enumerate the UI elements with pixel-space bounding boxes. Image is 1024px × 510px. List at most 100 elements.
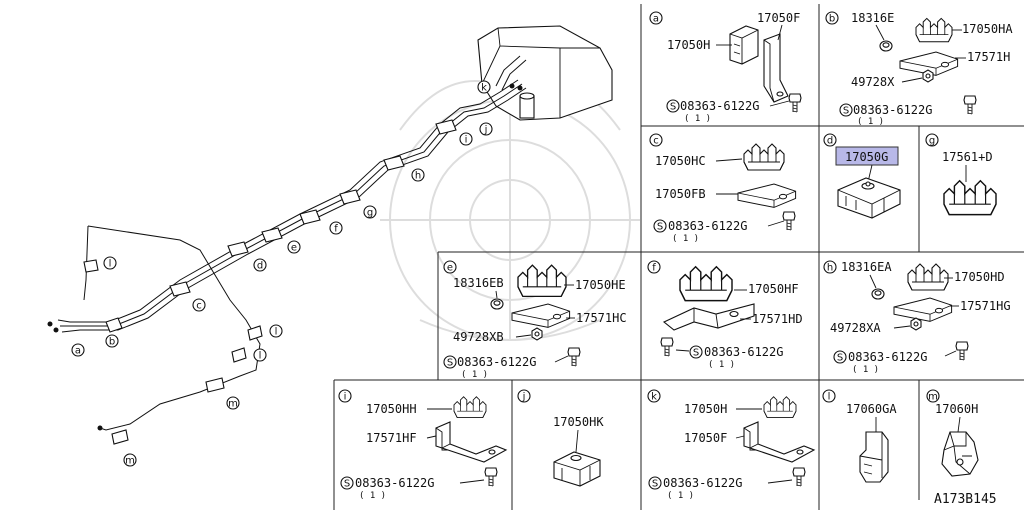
panel-a: a 17050F 17050H S 08363-6122G ( 1 )	[649, 11, 802, 124]
panel-h-letter: h	[827, 263, 833, 274]
bracket-drawing	[743, 421, 816, 463]
overview-callout-l-3: l	[259, 351, 262, 362]
panel-d-label-17050G: 17050G	[845, 150, 888, 164]
panel-e-bolt-label: S 08363-6122G ( 1 )	[443, 355, 569, 380]
bracket-drawing	[737, 183, 797, 208]
panel-b: b 18316E 17050HA 17571H 49728X S 08363-6…	[825, 11, 1013, 127]
clip-drawing	[915, 17, 953, 43]
panel-b-label-17571H: 17571H	[967, 50, 1010, 64]
panel-j: j 17050HK	[517, 389, 604, 487]
panel-k-bolt-prefix: S	[652, 479, 658, 490]
panel-l-label-17060GA: 17060GA	[846, 402, 897, 416]
bolt-drawing	[567, 347, 581, 367]
panel-f-label-17050HF: 17050HF	[748, 282, 799, 296]
bracket-drawing	[662, 303, 755, 331]
clip-drawing	[743, 143, 785, 171]
panel-c-bolt-label: S 08363-6122G ( 1 )	[653, 219, 785, 244]
panel-c-bolt-qty: ( 1 )	[672, 234, 699, 244]
overview-callout-h: h	[415, 171, 421, 182]
clip-drawing	[517, 264, 567, 298]
fuel-pipe-routing: a b c d e f g h i j k l l l l m m	[47, 25, 613, 467]
panel-k-bolt-qty: ( 1 )	[667, 491, 694, 501]
panel-c-letter: c	[653, 136, 659, 147]
bolt-drawing	[955, 341, 969, 361]
panel-h-label-17571HG: 17571HG	[960, 299, 1011, 313]
nut-drawing	[922, 69, 934, 83]
panel-m-label-17060H: 17060H	[935, 402, 978, 416]
overview-callout-b: b	[109, 337, 115, 348]
bracket-drawing	[435, 421, 508, 463]
panel-l-letter: l	[828, 392, 831, 403]
watermark-emblem	[380, 80, 640, 341]
overview-callout-k: k	[481, 83, 487, 94]
bracket-drawing	[893, 297, 953, 322]
panel-i-bolt-label: S 08363-6122G ( 1 )	[340, 476, 485, 501]
panel-i-letter: i	[344, 392, 347, 403]
panel-a-bolt-qty: ( 1 )	[684, 114, 711, 124]
overview-callout-g: g	[367, 208, 373, 219]
panel-f: f 17050HF 17571HD S 08363-6122G ( 1 )	[647, 260, 803, 370]
fuel-tank-drawing	[477, 25, 613, 121]
panel-f-bolt-qty: ( 1 )	[708, 360, 735, 370]
bracket-drawing	[511, 303, 571, 328]
panel-d-letter: d	[827, 136, 833, 147]
panel-d: d 17050G	[823, 133, 901, 219]
panel-i-label-17571HF: 17571HF	[366, 431, 417, 445]
overview-callout-l-1: l	[109, 259, 112, 270]
panel-b-label-17050HA: 17050HA	[962, 22, 1013, 36]
panel-e-label-17571HC: 17571HC	[576, 311, 627, 325]
panel-b-letter: b	[829, 14, 835, 25]
reference-code: A173B145	[934, 492, 997, 507]
panel-e-bolt-prefix: S	[447, 358, 453, 369]
panel-e-bolt-number: 08363-6122G	[457, 355, 536, 369]
panel-h-bolt-number: 08363-6122G	[848, 350, 927, 364]
bolt-drawing	[792, 467, 806, 487]
panel-h-bolt-prefix: S	[837, 353, 843, 364]
panel-grid	[333, 4, 1024, 510]
bolt-drawing	[782, 211, 796, 231]
panel-e: e 18316EB 17050HE 17571HC 49728XB S 0836…	[443, 260, 627, 380]
panel-i-bolt-qty: ( 1 )	[359, 491, 386, 501]
panel-g-letter: g	[929, 136, 935, 147]
panel-a-label-17050F: 17050F	[757, 11, 800, 25]
panel-c: c 17050HC 17050FB S 08363-6122G ( 1 )	[649, 133, 797, 244]
panel-h: h 18316EA 17050HD 17571HG 49728XA S 0836…	[823, 260, 1011, 375]
clamp-drawing	[729, 25, 759, 65]
panel-k-bolt-number: 08363-6122G	[663, 476, 742, 490]
clamp-drawing	[553, 451, 601, 487]
bolt-drawing	[660, 337, 674, 357]
clip-drawing	[453, 396, 487, 419]
overview-callout-i: i	[465, 135, 468, 146]
grommet-drawing	[490, 298, 504, 310]
bolt-drawing	[788, 93, 802, 113]
panel-f-letter: f	[652, 263, 656, 274]
panel-c-bolt-prefix: S	[657, 222, 663, 233]
panel-b-bolt-number: 08363-6122G	[853, 103, 932, 117]
panel-b-label-18316E: 18316E	[851, 11, 894, 25]
panel-h-label-49728XA: 49728XA	[830, 321, 881, 335]
clip-drawing	[943, 180, 997, 216]
panel-a-bolt-label: S 08363-6122G ( 1 )	[666, 99, 790, 124]
panel-e-letter: e	[447, 263, 453, 274]
nut-drawing	[531, 327, 543, 341]
bolt-drawing	[963, 95, 977, 115]
nut-drawing	[910, 317, 922, 331]
panel-a-bolt-prefix: S	[670, 102, 676, 113]
overview-callout-j: j	[484, 125, 488, 136]
panel-f-bolt-prefix: S	[693, 348, 699, 359]
clip-drawing	[907, 263, 949, 291]
panel-h-bolt-qty: ( 1 )	[852, 365, 879, 375]
panel-e-label-49728XB: 49728XB	[453, 330, 504, 344]
panel-f-bolt-label: S 08363-6122G ( 1 )	[675, 345, 783, 370]
overview-callout-m-2: m	[125, 456, 135, 467]
panel-c-label-17050HC: 17050HC	[655, 154, 706, 168]
panel-g: g 17561+D	[925, 133, 997, 216]
panel-e-bolt-qty: ( 1 )	[461, 370, 488, 380]
panel-c-bolt-number: 08363-6122G	[668, 219, 747, 233]
panel-k-letter: k	[651, 392, 657, 403]
clip-drawing	[679, 266, 733, 302]
panel-b-bolt-prefix: S	[843, 106, 849, 117]
grommet-drawing	[879, 40, 893, 52]
panel-b-label-49728X: 49728X	[851, 75, 895, 89]
